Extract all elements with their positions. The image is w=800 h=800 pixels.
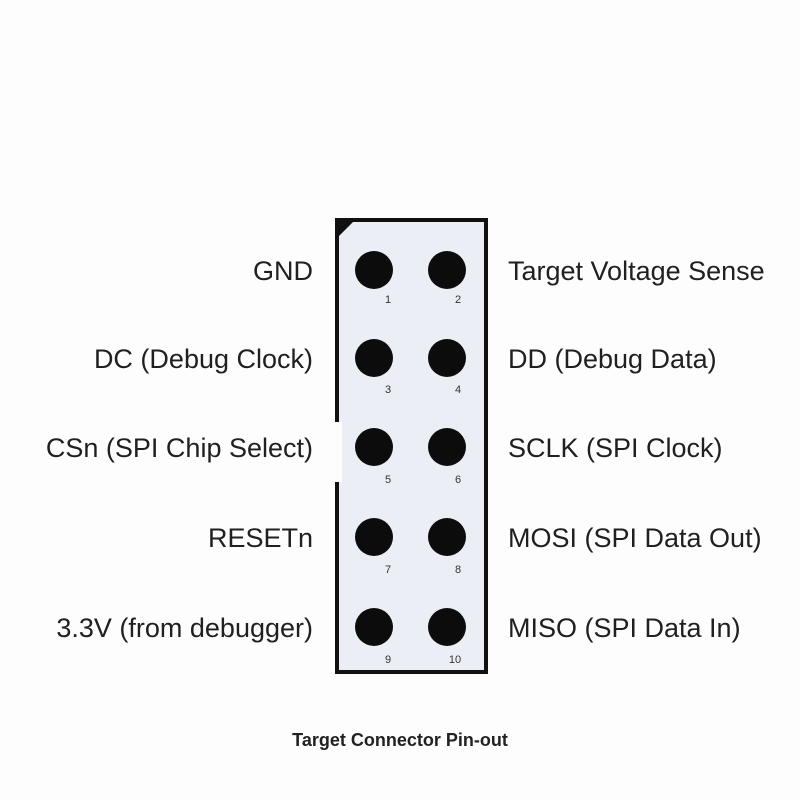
pin-5 — [355, 428, 393, 466]
pin-label-3: DC (Debug Clock) — [93, 344, 313, 374]
pin-label-4: DD (Debug Data) — [508, 344, 717, 374]
pin-number-8: 8 — [454, 564, 462, 576]
pin-number-9: 9 — [384, 654, 392, 666]
pin-7 — [355, 518, 393, 556]
pin-10 — [428, 608, 466, 646]
pin-label-9: 3.3V (from debugger) — [56, 613, 313, 643]
pin-4 — [428, 339, 466, 377]
pin-6 — [428, 428, 466, 466]
pin-9 — [355, 608, 393, 646]
pin-1 — [355, 251, 393, 289]
pin-number-6: 6 — [454, 474, 462, 486]
connector-key-slot — [334, 422, 342, 482]
pin-label-7: RESETn — [207, 523, 313, 553]
pin-label-8: MOSI (SPI Data Out) — [508, 523, 762, 553]
pin-number-3: 3 — [384, 384, 392, 396]
pin-number-5: 5 — [384, 474, 392, 486]
diagram-caption: Target Connector Pin-out — [292, 730, 508, 750]
pin-number-4: 4 — [454, 384, 462, 396]
pin-label-5: CSn (SPI Chip Select) — [45, 433, 313, 463]
pin-label-1: GND — [253, 256, 313, 286]
pin-label-10: MISO (SPI Data In) — [508, 613, 741, 643]
pin-number-7: 7 — [384, 564, 392, 576]
pin-number-1: 1 — [384, 294, 392, 306]
pin-3 — [355, 339, 393, 377]
pin-label-6: SCLK (SPI Clock) — [508, 433, 723, 463]
pin-label-2: Target Voltage Sense — [508, 256, 765, 286]
pin-2 — [428, 251, 466, 289]
pin1-key-notch — [335, 218, 357, 240]
pin-8 — [428, 518, 466, 556]
pin-number-10: 10 — [448, 654, 462, 666]
pin-number-2: 2 — [454, 294, 462, 306]
